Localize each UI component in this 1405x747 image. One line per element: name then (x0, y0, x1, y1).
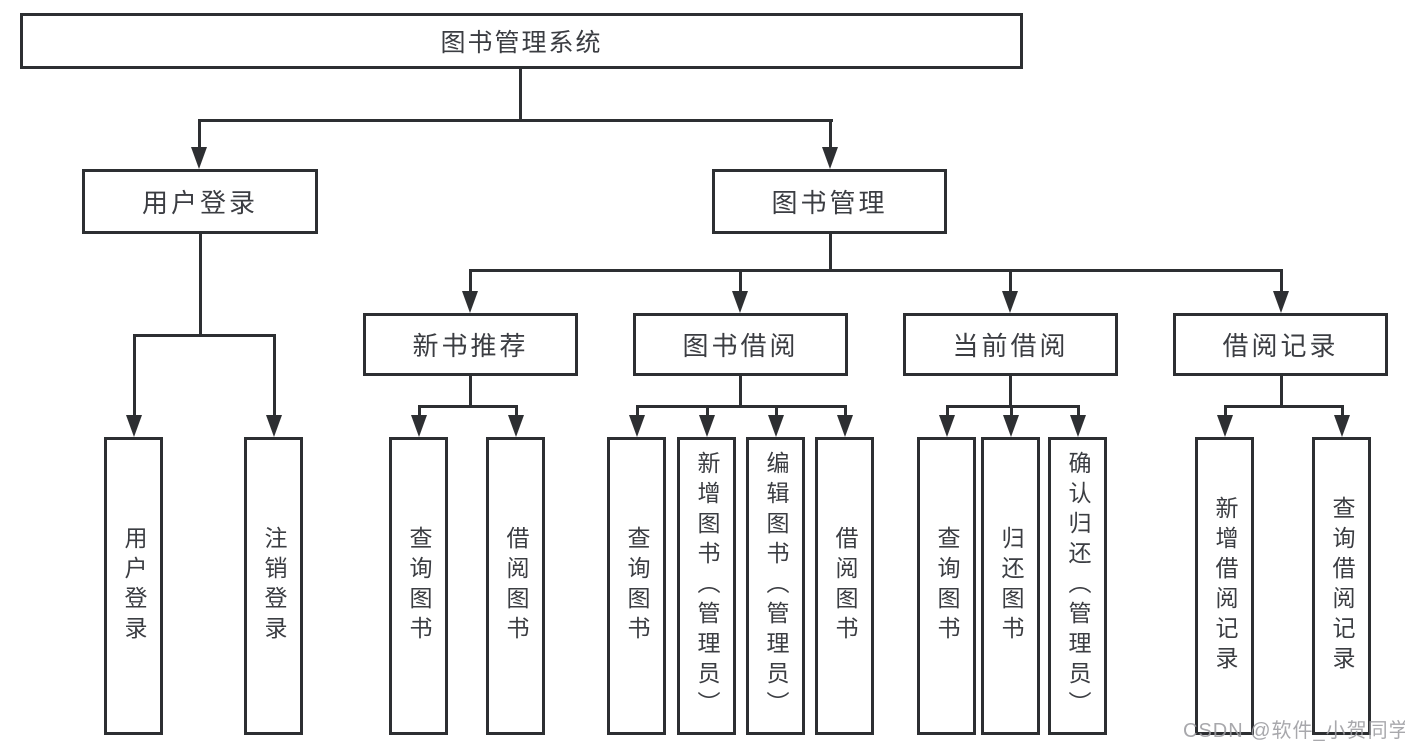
connector-to-leaf (1009, 405, 1013, 417)
arrow-down-icon (732, 291, 748, 313)
leaf-query-books-1: 查询图书 (389, 437, 448, 735)
leaf-query-borrow-record: 查询借阅记录 (1312, 437, 1371, 735)
connector-to-leaf (705, 405, 709, 417)
leaf-query-books-1-label: 查询图书 (406, 526, 432, 646)
leaf-confirm-return-admin-label: 确认归还（管理员） (1065, 451, 1091, 721)
leaf-logout: 注销登录 (244, 437, 303, 735)
leaf-add-borrow-record: 新增借阅记录 (1195, 437, 1254, 735)
leaf-edit-books-admin-label: 编辑图书（管理员） (763, 451, 789, 721)
leaf-borrow-books-1-label: 借阅图书 (503, 526, 529, 646)
connector-new-books-branch (417, 405, 518, 408)
connector-book-borrow-branch (635, 405, 847, 408)
arrow-down-icon (126, 415, 142, 437)
arrow-down-icon (266, 415, 282, 437)
connector-root-branch (197, 119, 833, 122)
connector-current-borrow-stem (1008, 376, 1012, 407)
arrow-down-icon (1003, 415, 1019, 437)
leaf-user-login-label: 用户登录 (121, 526, 147, 646)
leaf-borrow-books-2: 借阅图书 (815, 437, 874, 735)
connector-to-leaf (272, 334, 276, 417)
arrow-down-icon (837, 415, 853, 437)
connector-root-stem (518, 69, 522, 121)
connector-to-leaf (843, 405, 847, 417)
node-book-mgmt-label: 图书管理 (771, 188, 888, 218)
leaf-return-books: 归还图书 (981, 437, 1040, 735)
node-new-books: 新书推荐 (363, 313, 578, 376)
arrow-down-icon (1070, 415, 1086, 437)
connector-user-login-stem (198, 234, 202, 336)
arrow-down-icon (462, 291, 478, 313)
leaf-user-login: 用户登录 (104, 437, 163, 735)
connector-to-book-mgmt (828, 119, 832, 149)
leaf-query-borrow-record-label: 查询借阅记录 (1329, 496, 1355, 676)
connector-to-borrow-records (1279, 269, 1283, 293)
connector-to-leaf (1076, 405, 1080, 417)
connector-borrow-records-branch (1223, 405, 1344, 408)
connector-new-books-stem (468, 376, 472, 407)
arrow-down-icon (699, 415, 715, 437)
connector-to-book-borrow (738, 269, 742, 293)
leaf-query-books-3-label: 查询图书 (934, 526, 960, 646)
leaf-borrow-books-2-label: 借阅图书 (832, 526, 858, 646)
connector-current-borrow-branch (945, 405, 1080, 408)
leaf-query-books-2: 查询图书 (607, 437, 666, 735)
leaf-return-books-label: 归还图书 (998, 526, 1024, 646)
leaf-edit-books-admin: 编辑图书（管理员） (746, 437, 805, 735)
connector-book-borrow-stem (738, 376, 742, 407)
connector-user-login-branch (132, 334, 276, 337)
arrow-down-icon (191, 147, 207, 169)
arrow-down-icon (508, 415, 524, 437)
node-borrow-records-label: 借阅记录 (1222, 331, 1339, 361)
leaf-add-borrow-record-label: 新增借阅记录 (1212, 496, 1238, 676)
node-book-borrow-label: 图书借阅 (682, 331, 799, 361)
node-user-login-label: 用户登录 (141, 188, 258, 218)
connector-to-leaf (1340, 405, 1344, 417)
node-current-borrow-label: 当前借阅 (952, 331, 1069, 361)
node-book-mgmt: 图书管理 (712, 169, 947, 234)
node-new-books-label: 新书推荐 (412, 331, 529, 361)
leaf-logout-label: 注销登录 (261, 526, 287, 646)
arrow-down-icon (939, 415, 955, 437)
connector-to-leaf (417, 405, 421, 417)
connector-to-leaf (774, 405, 778, 417)
connector-to-current-borrow (1008, 269, 1012, 293)
leaf-add-books-admin-label: 新增图书（管理员） (694, 451, 720, 721)
connector-to-new-books (468, 269, 472, 293)
connector-book-mgmt-stem (828, 234, 832, 271)
node-book-borrow: 图书借阅 (633, 313, 848, 376)
node-borrow-records: 借阅记录 (1173, 313, 1388, 376)
connector-borrow-records-stem (1279, 376, 1283, 407)
arrow-down-icon (411, 415, 427, 437)
leaf-query-books-3: 查询图书 (917, 437, 976, 735)
arrow-down-icon (768, 415, 784, 437)
csdn-watermark: CSDN @软件_小贺同学 (1183, 720, 1405, 742)
connector-to-leaf (635, 405, 639, 417)
connector-book-mgmt-branch (468, 269, 1283, 272)
leaf-confirm-return-admin: 确认归还（管理员） (1048, 437, 1107, 735)
connector-to-leaf (1223, 405, 1227, 417)
node-root: 图书管理系统 (20, 13, 1023, 69)
node-root-label: 图书管理系统 (440, 29, 603, 57)
connector-to-leaf (514, 405, 518, 417)
arrow-down-icon (629, 415, 645, 437)
arrow-down-icon (822, 147, 838, 169)
node-user-login: 用户登录 (82, 169, 318, 234)
connector-to-leaf (132, 334, 136, 417)
arrow-down-icon (1334, 415, 1350, 437)
node-current-borrow: 当前借阅 (903, 313, 1118, 376)
leaf-query-books-2-label: 查询图书 (624, 526, 650, 646)
arrow-down-icon (1273, 291, 1289, 313)
connector-to-user-login (197, 119, 201, 149)
leaf-add-books-admin: 新增图书（管理员） (677, 437, 736, 735)
arrow-down-icon (1002, 291, 1018, 313)
leaf-borrow-books-1: 借阅图书 (486, 437, 545, 735)
arrow-down-icon (1217, 415, 1233, 437)
connector-to-leaf (945, 405, 949, 417)
